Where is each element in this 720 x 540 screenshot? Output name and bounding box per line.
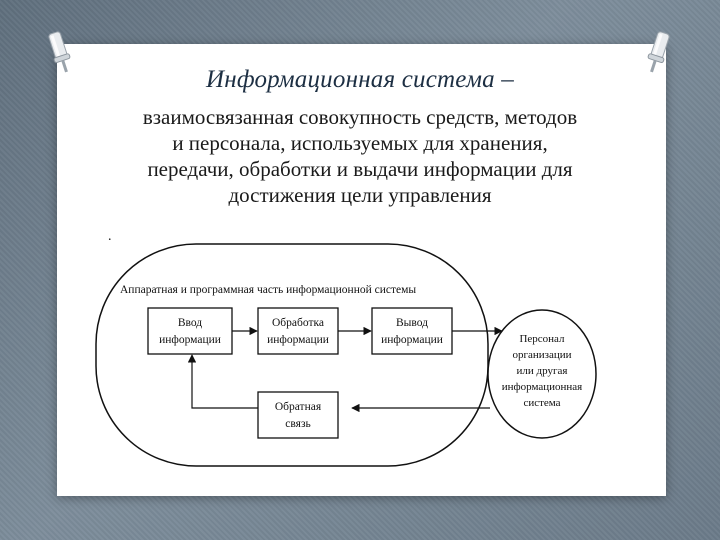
personnel-label: система	[523, 397, 560, 409]
feedback-box-label: Обратная	[275, 401, 322, 413]
processing-box-label: информации	[267, 334, 329, 346]
title-dash: –	[495, 66, 514, 93]
definition-line: передачи, обработки и выдачи информации …	[80, 156, 640, 182]
input-box-label: Ввод	[178, 317, 202, 329]
definition-line: и персонала, используемых для хранения,	[80, 130, 640, 156]
container-label: Аппаратная и программная часть информаци…	[120, 284, 416, 296]
definition-text: взаимосвязанная совокупность средств, ме…	[80, 104, 640, 208]
slide-title: Информационная система –	[0, 66, 720, 94]
definition-line: достижения цели управления	[80, 182, 640, 208]
processing-box-label: Обработка	[272, 317, 324, 329]
output-box	[372, 308, 452, 354]
information-system-diagram: . Аппаратная и программная часть информа…	[92, 232, 642, 482]
definition-line: взаимосвязанная совокупность средств, ме…	[80, 104, 640, 130]
stray-mark: .	[108, 232, 112, 244]
processing-box	[258, 308, 338, 354]
personnel-label: Персонал	[519, 333, 565, 345]
input-box	[148, 308, 232, 354]
arrow-feedback-to-input	[192, 355, 258, 408]
personnel-label: организации	[512, 349, 571, 361]
personnel-label: или другая	[517, 365, 568, 377]
personnel-label: информационная	[502, 381, 583, 393]
title-term: Информационная система	[206, 66, 495, 93]
feedback-box-label: связь	[285, 418, 310, 430]
output-box-label: информации	[381, 334, 443, 346]
output-box-label: Вывод	[396, 317, 428, 329]
feedback-box	[258, 392, 338, 438]
input-box-label: информации	[159, 334, 221, 346]
